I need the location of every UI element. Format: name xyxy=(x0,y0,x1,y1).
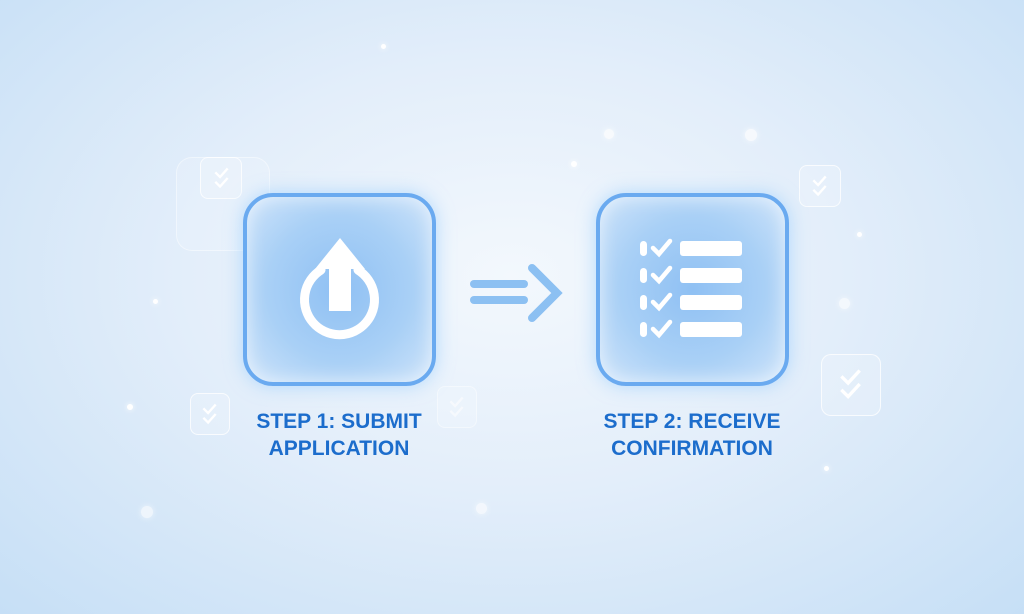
step-2-label: STEP 2: RECEIVE CONFIRMATION xyxy=(562,408,822,462)
step-1-label: STEP 1: SUBMIT APPLICATION xyxy=(209,408,469,462)
sparkle xyxy=(476,503,487,514)
sparkle xyxy=(824,466,829,471)
checkbox-tile-icon xyxy=(190,393,230,435)
sparkle xyxy=(839,298,850,309)
step-1-subtitle: APPLICATION xyxy=(268,437,410,460)
sparkle xyxy=(127,404,133,410)
checkbox-tile-icon xyxy=(821,354,881,416)
sparkle xyxy=(381,44,386,49)
sparkle xyxy=(141,506,153,518)
arrow-right-icon xyxy=(470,264,563,322)
upload-power-icon xyxy=(300,238,379,340)
sparkle xyxy=(857,232,862,237)
checkbox-tile-icon xyxy=(437,386,477,428)
step-2-title: STEP 2: RECEIVE xyxy=(603,410,781,433)
sparkle xyxy=(571,161,577,167)
step-1-title: STEP 1: SUBMIT xyxy=(256,410,422,433)
sparkle xyxy=(745,129,757,141)
step-2-subtitle: CONFIRMATION xyxy=(611,437,773,460)
step-1-card xyxy=(243,193,436,386)
step-2-card xyxy=(596,193,789,386)
checkbox-tile-icon xyxy=(200,157,242,199)
sparkle xyxy=(604,129,614,139)
checkbox-tile-icon xyxy=(799,165,841,207)
sparkle xyxy=(153,299,158,304)
checklist-icon xyxy=(640,238,742,339)
